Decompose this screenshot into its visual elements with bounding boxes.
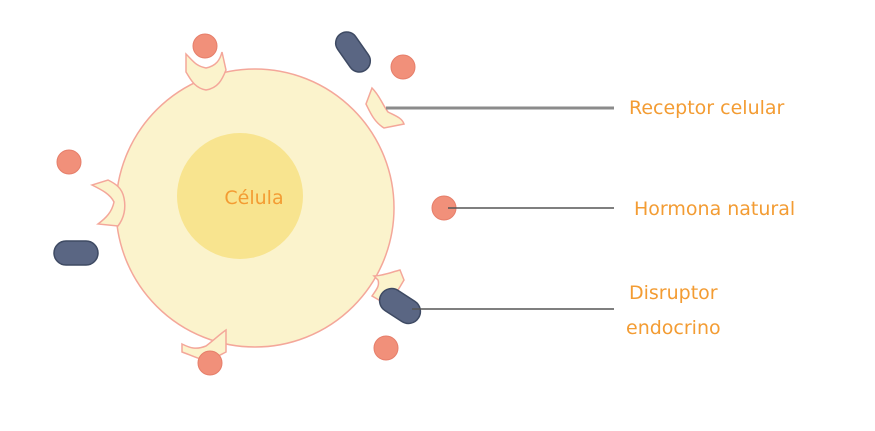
- receptor-top: [185, 51, 227, 91]
- hormone-dot: [56, 149, 82, 175]
- disruptor-group: [53, 31, 422, 325]
- disruptor-label-line2: endocrino: [626, 317, 721, 339]
- receptor-right-upper: [365, 86, 405, 129]
- receptor-left: [90, 179, 126, 227]
- hormone-dot: [390, 54, 416, 80]
- disruptor-label-line1: Disruptor: [629, 282, 718, 304]
- hormone-label: Hormona natural: [634, 198, 795, 220]
- hormone-dot: [197, 350, 223, 376]
- disruptor-capsule: [334, 31, 372, 73]
- cell-nucleus: [177, 133, 303, 259]
- hormone-group: [56, 33, 457, 376]
- disruptor-capsule: [378, 287, 422, 325]
- hormone-dot: [192, 33, 218, 59]
- hormone-dot: [373, 335, 399, 361]
- disruptor-capsule: [53, 240, 99, 266]
- cell-label: Célula: [224, 187, 283, 209]
- receptor-label: Receptor celular: [629, 97, 785, 119]
